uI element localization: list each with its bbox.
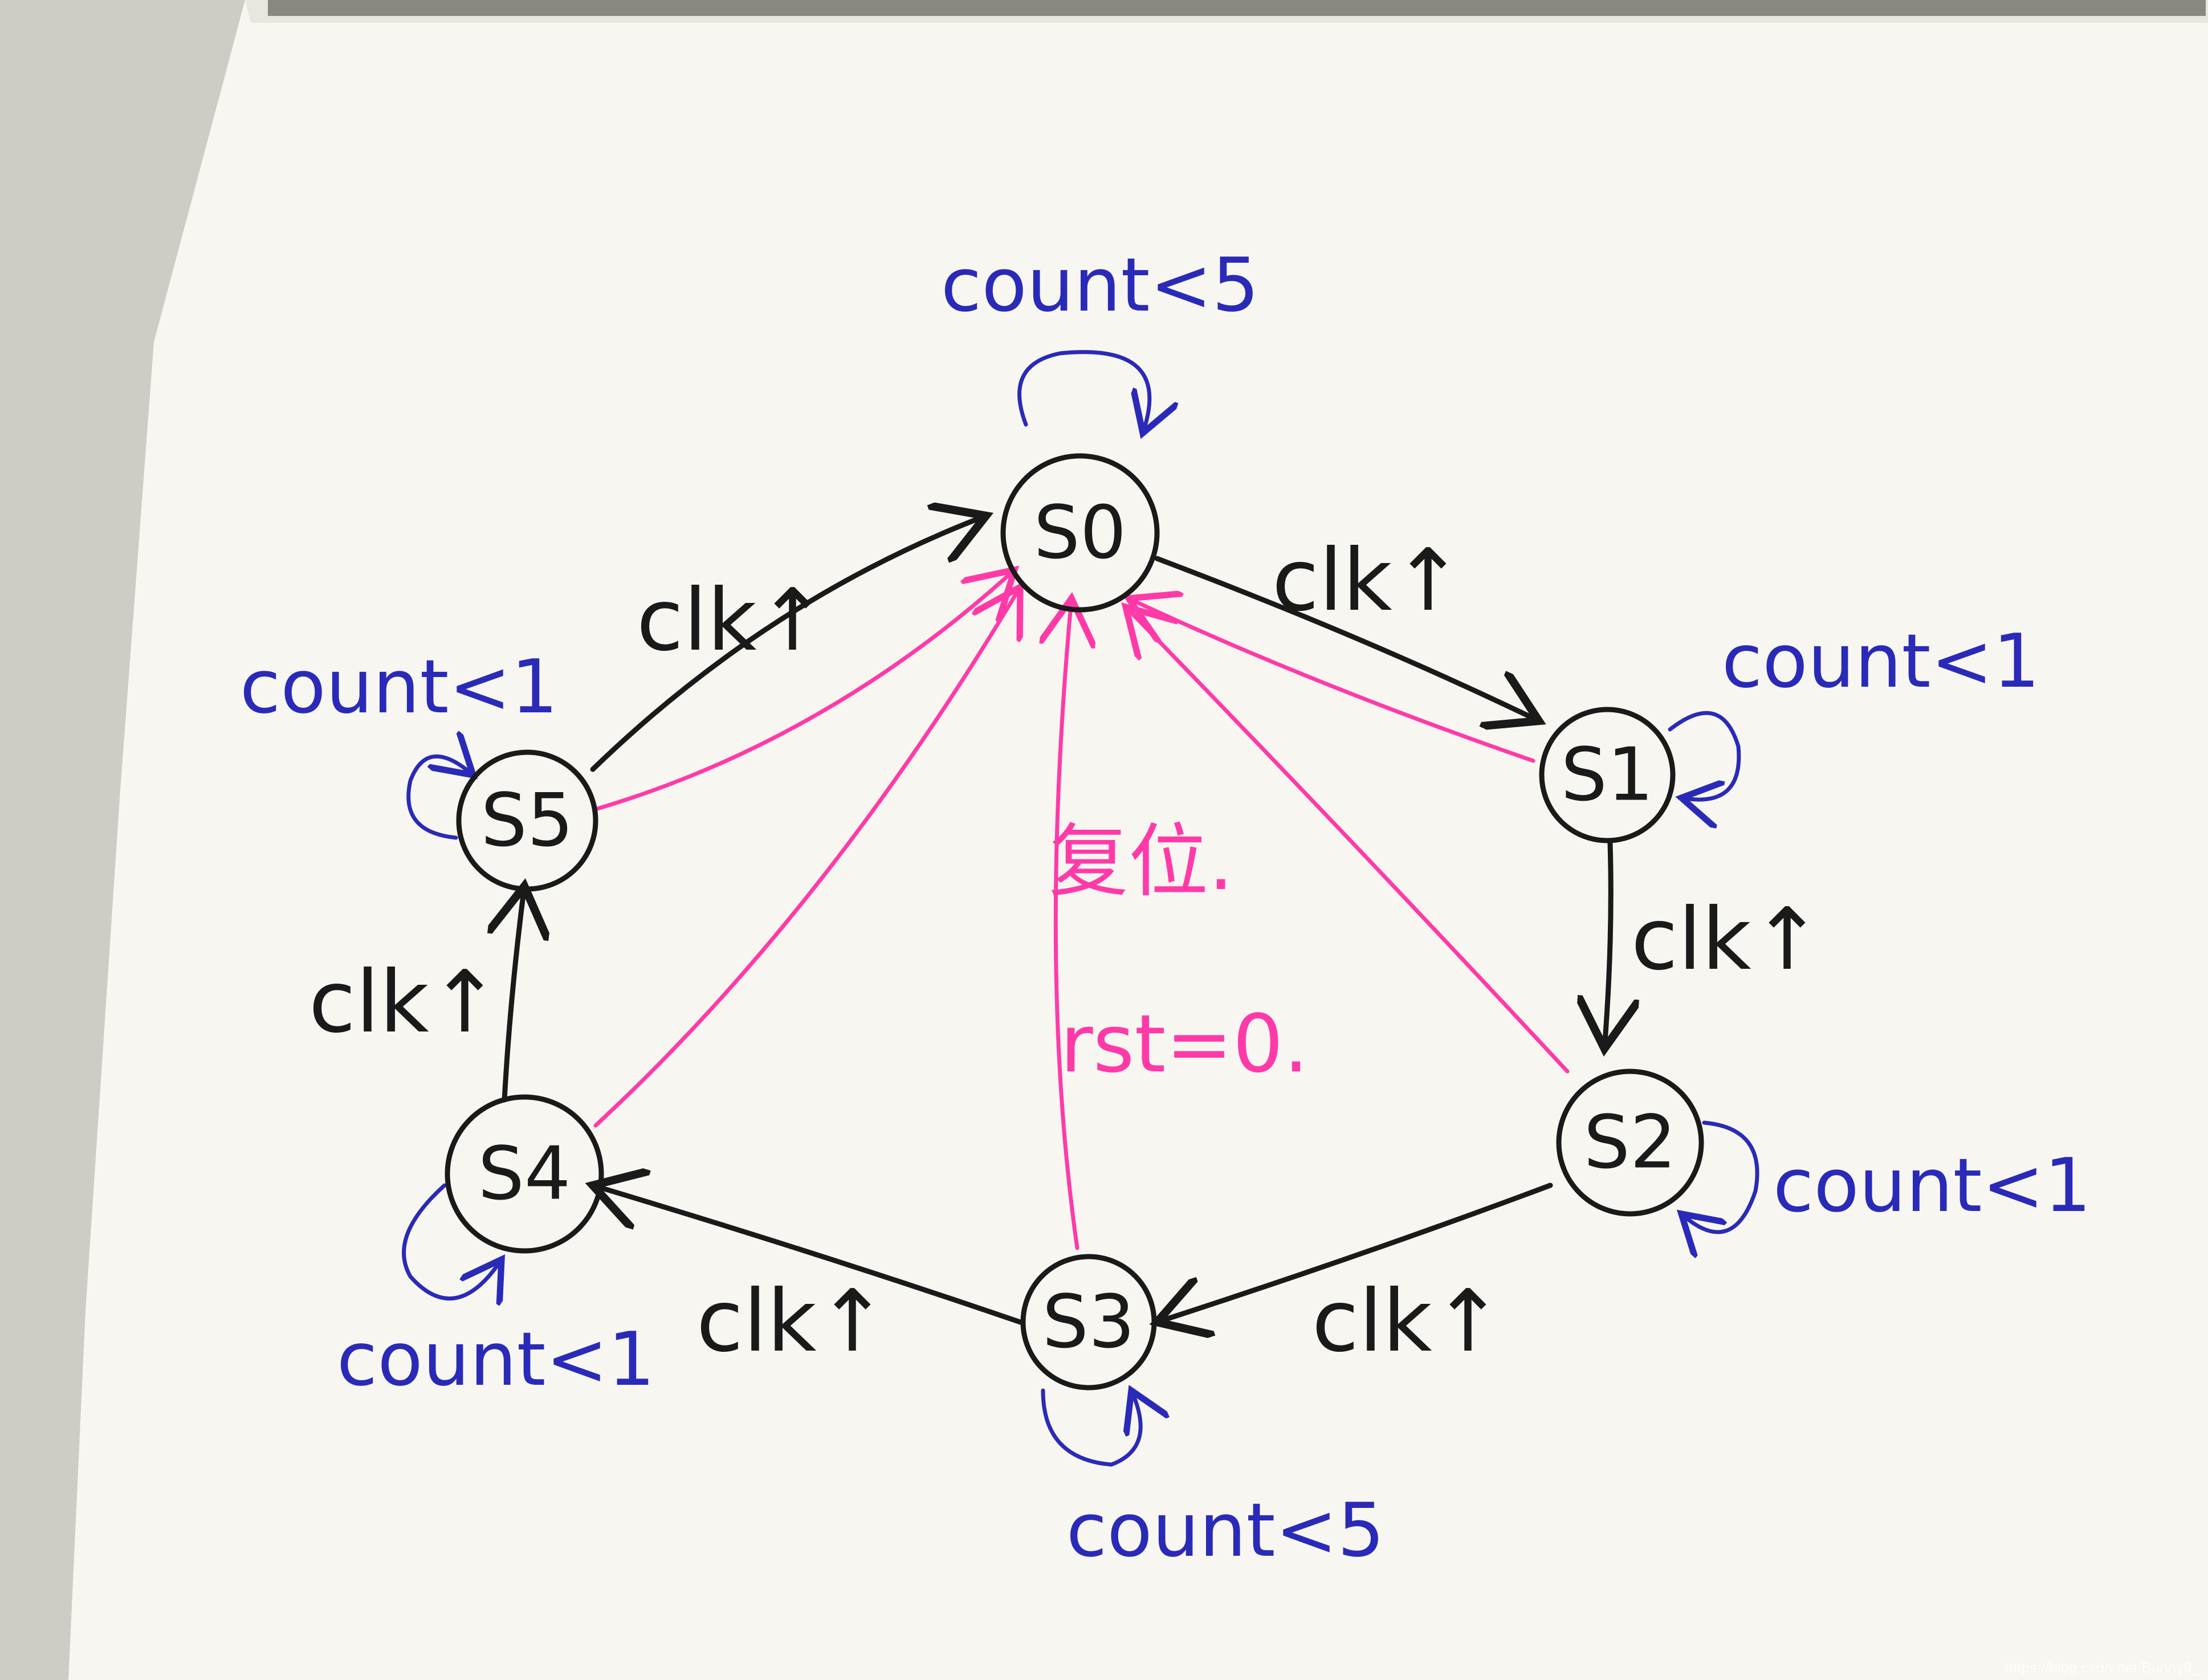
self-loop-arrows bbox=[402, 350, 1759, 1467]
state-label-s0: S0 bbox=[1034, 491, 1127, 576]
arrow-s3-s4 bbox=[593, 1185, 1023, 1325]
state-label-s4: S4 bbox=[478, 1132, 571, 1217]
arrow-s1-s2 bbox=[1604, 841, 1611, 1049]
state-node-s0 bbox=[1000, 453, 1160, 613]
self-loop-label-s0: count<5 bbox=[941, 242, 1259, 328]
state-node-s3 bbox=[1020, 1254, 1157, 1391]
state-node-s4 bbox=[445, 1094, 604, 1254]
reset-label-line1: 复位. bbox=[1049, 815, 1234, 908]
arrow-s4-s5 bbox=[504, 886, 524, 1103]
self-loop-label-s4: count<1 bbox=[337, 1316, 655, 1402]
arrow-s2-s3 bbox=[1157, 1182, 1553, 1322]
transition-label-s2-s3: clk↑ bbox=[1312, 1272, 1504, 1371]
arrow-s0-s1 bbox=[1154, 556, 1539, 721]
transition-label-s0-s1: clk↑ bbox=[1272, 531, 1464, 630]
reset-label-line2: rst=0. bbox=[1060, 998, 1309, 1091]
state-label-s5: S5 bbox=[481, 778, 574, 863]
transition-label-s3-s4: clk↑ bbox=[696, 1272, 889, 1371]
reset-arrow-s2 bbox=[1126, 607, 1570, 1074]
self-loop-s0 bbox=[1017, 350, 1150, 433]
state-node-s1 bbox=[1539, 707, 1676, 843]
reset-arrow-s5 bbox=[593, 570, 1015, 812]
self-loop-label-s1: count<1 bbox=[1722, 618, 2040, 704]
state-nodes bbox=[445, 453, 1704, 1391]
state-node-s2 bbox=[1556, 1069, 1704, 1217]
transition-label-s1-s2: clk↑ bbox=[1631, 890, 1823, 989]
self-loop-s1 bbox=[1668, 711, 1741, 800]
state-label-s2: S2 bbox=[1584, 1100, 1677, 1185]
transition-label-s5-s0: clk↑ bbox=[637, 571, 829, 670]
self-loop-s3 bbox=[1041, 1391, 1140, 1467]
state-label-s3: S3 bbox=[1042, 1280, 1135, 1365]
reset-arrow-s3 bbox=[1056, 598, 1077, 1250]
transition-label-s4-s5: clk↑ bbox=[309, 953, 501, 1052]
reset-arrows bbox=[593, 570, 1570, 1250]
arrow-s5-s0 bbox=[590, 516, 986, 772]
self-loop-label-s3: count<5 bbox=[1066, 1487, 1384, 1573]
state-label-s1: S1 bbox=[1561, 733, 1654, 818]
transition-arrows bbox=[504, 516, 1611, 1322]
self-loop-label-s5: count<1 bbox=[240, 643, 558, 730]
self-loop-label-s2: count<1 bbox=[1773, 1142, 2091, 1229]
self-loop-s5 bbox=[406, 756, 473, 840]
self-loop-s2 bbox=[1681, 1120, 1759, 1232]
self-loop-s4 bbox=[402, 1183, 502, 1299]
reset-arrow-s1 bbox=[1129, 598, 1535, 763]
top-book-edge bbox=[268, 0, 2206, 16]
watermark: https://blog.csdn.net/Bunny9_ bbox=[2005, 1659, 2200, 1676]
state-node-s5 bbox=[456, 749, 598, 892]
reset-arrow-s4 bbox=[593, 587, 1020, 1128]
paper-sheet bbox=[68, 0, 2208, 1680]
